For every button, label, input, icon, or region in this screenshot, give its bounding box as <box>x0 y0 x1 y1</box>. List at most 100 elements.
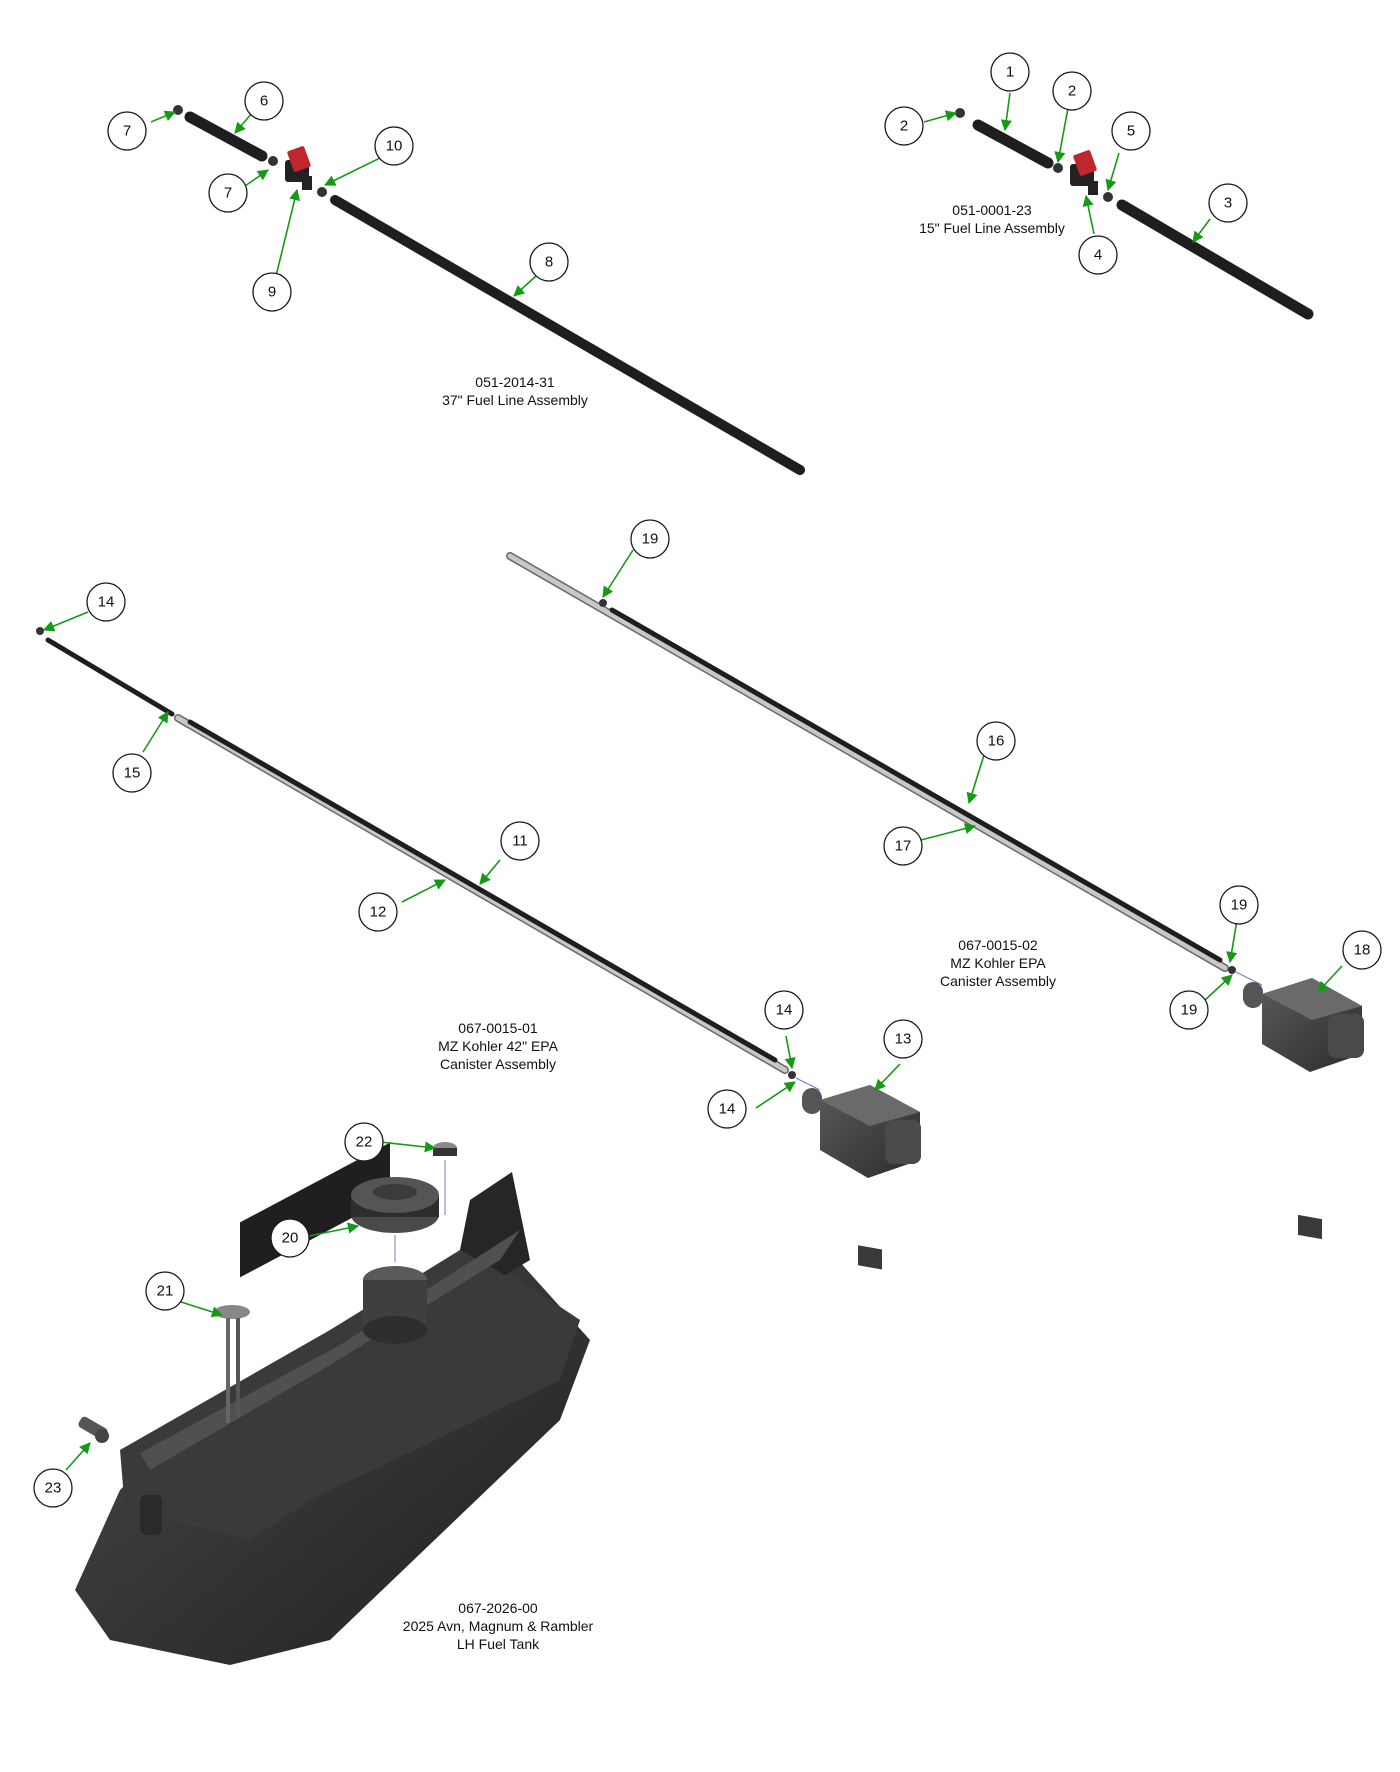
svg-text:14: 14 <box>776 1002 793 1019</box>
vent-hose-dark-2 <box>187 719 778 1063</box>
part-number: 051-2014-31 <box>475 374 555 390</box>
svg-text:4: 4 <box>1094 247 1102 264</box>
vent-hose-dark <box>609 607 1223 963</box>
svg-text:19: 19 <box>1231 897 1248 914</box>
svg-text:3: 3 <box>1224 195 1232 212</box>
long-hose <box>1116 199 1314 320</box>
svg-text:13: 13 <box>895 1031 912 1048</box>
callout-balloon: 2 <box>1052 71 1092 111</box>
svg-text:2: 2 <box>1068 83 1076 100</box>
callout-balloon: 16 <box>976 721 1016 761</box>
svg-text:18: 18 <box>1354 942 1371 959</box>
assembly-title: 15" Fuel Line Assembly <box>919 220 1065 236</box>
svg-text:7: 7 <box>123 123 131 140</box>
svg-text:20: 20 <box>282 1230 299 1247</box>
hose-clamp <box>1228 966 1236 974</box>
shutoff-valve <box>285 146 312 190</box>
callout-balloon: 19 <box>630 519 670 559</box>
callout-balloon: 11 <box>500 821 540 861</box>
hose-clamp <box>36 627 44 635</box>
canister-01-parts <box>36 627 921 1270</box>
callout-balloon: 7 <box>107 111 147 151</box>
callout-balloon: 18 <box>1342 930 1382 970</box>
callout-balloon: 19 <box>1219 885 1259 925</box>
callout-balloon: 15 <box>112 753 152 793</box>
fuel-tank <box>75 1142 590 1665</box>
caption-canister-02-assembly: 067-0015-02 MZ Kohler EPA Canister Assem… <box>940 937 1056 989</box>
svg-text:8: 8 <box>545 254 553 271</box>
assembly-title: MZ Kohler EPA <box>950 955 1046 971</box>
assembly-title-line2: Canister Assembly <box>940 973 1056 989</box>
callout-balloon: 9 <box>252 272 292 312</box>
svg-text:9: 9 <box>268 284 276 301</box>
fuel-cap <box>351 1177 439 1233</box>
svg-text:1: 1 <box>1006 64 1014 81</box>
short-hose <box>972 119 1054 169</box>
part-number: 051-0001-23 <box>952 202 1032 218</box>
callout-balloon: 21 <box>145 1271 185 1311</box>
callout-balloon: 4 <box>1078 235 1118 275</box>
callout-balloons: 1 2 2 3 4 5 6 7 7 8 9 10 11 12 13 14 14 … <box>33 52 1382 1508</box>
callout-balloon: 14 <box>707 1089 747 1129</box>
assembly-title-line2: LH Fuel Tank <box>457 1636 540 1652</box>
svg-text:2: 2 <box>900 118 908 135</box>
svg-text:11: 11 <box>512 833 528 850</box>
fuel-line-37in-parts <box>173 105 805 475</box>
assembly-title-line2: Canister Assembly <box>440 1056 556 1072</box>
svg-text:5: 5 <box>1127 123 1135 140</box>
hose-clamp <box>955 108 1113 202</box>
callout-balloon: 19 <box>1169 990 1209 1030</box>
svg-text:22: 22 <box>356 1134 373 1151</box>
svg-text:16: 16 <box>988 733 1005 750</box>
assembly-title: 37" Fuel Line Assembly <box>442 392 588 408</box>
svg-text:14: 14 <box>98 594 115 611</box>
part-number: 067-2026-00 <box>458 1600 538 1616</box>
callout-balloon: 13 <box>883 1019 923 1059</box>
callout-balloon: 1 <box>990 52 1030 92</box>
filler-neck <box>363 1266 427 1344</box>
svg-text:19: 19 <box>642 531 659 548</box>
callout-balloon: 14 <box>764 990 804 1030</box>
svg-text:6: 6 <box>260 93 268 110</box>
callout-balloon: 14 <box>86 582 126 622</box>
caption-fuel-tank-assembly: 067-2026-00 2025 Avn, Magnum & Rambler L… <box>403 1600 594 1652</box>
callout-balloon: 12 <box>358 892 398 932</box>
caption-canister-01-assembly: 067-0015-01 MZ Kohler 42" EPA Canister A… <box>438 1020 559 1072</box>
svg-text:10: 10 <box>386 138 403 155</box>
svg-text:14: 14 <box>719 1101 736 1118</box>
callout-balloon: 17 <box>883 826 923 866</box>
vent-hose-dark <box>45 637 175 717</box>
fuel-line-15in-parts <box>955 108 1314 320</box>
assembly-title: MZ Kohler 42" EPA <box>438 1038 559 1054</box>
svg-text:7: 7 <box>224 185 232 202</box>
svg-text:17: 17 <box>895 838 912 855</box>
hose-clamp <box>788 1071 796 1079</box>
svg-text:12: 12 <box>370 904 387 921</box>
svg-text:15: 15 <box>124 765 141 782</box>
callout-balloon: 8 <box>529 242 569 282</box>
callout-balloon: 7 <box>208 173 248 213</box>
callout-balloon: 22 <box>344 1122 384 1162</box>
emissions-canister <box>1243 978 1364 1240</box>
callout-balloon: 2 <box>884 106 924 146</box>
part-number: 067-0015-02 <box>958 937 1038 953</box>
caption-15in-assembly: 051-0001-23 15" Fuel Line Assembly <box>919 202 1065 236</box>
callout-balloon: 20 <box>270 1218 310 1258</box>
shutoff-valve <box>1070 150 1098 195</box>
callout-balloon: 10 <box>374 126 414 166</box>
callout-balloon: 3 <box>1208 183 1248 223</box>
hose-clamp <box>599 599 607 607</box>
fuel-fitting <box>78 1416 109 1443</box>
emissions-canister <box>802 1085 921 1270</box>
long-hose <box>330 195 805 475</box>
svg-text:23: 23 <box>45 1480 62 1497</box>
svg-text:19: 19 <box>1181 1002 1198 1019</box>
canister-02-parts <box>506 552 1364 1240</box>
svg-text:21: 21 <box>157 1283 174 1300</box>
assembly-title: 2025 Avn, Magnum & Rambler <box>403 1618 594 1634</box>
part-number: 067-0015-01 <box>458 1020 538 1036</box>
callout-balloon: 5 <box>1111 111 1151 151</box>
short-hose <box>184 111 268 162</box>
callout-balloon: 6 <box>244 81 284 121</box>
